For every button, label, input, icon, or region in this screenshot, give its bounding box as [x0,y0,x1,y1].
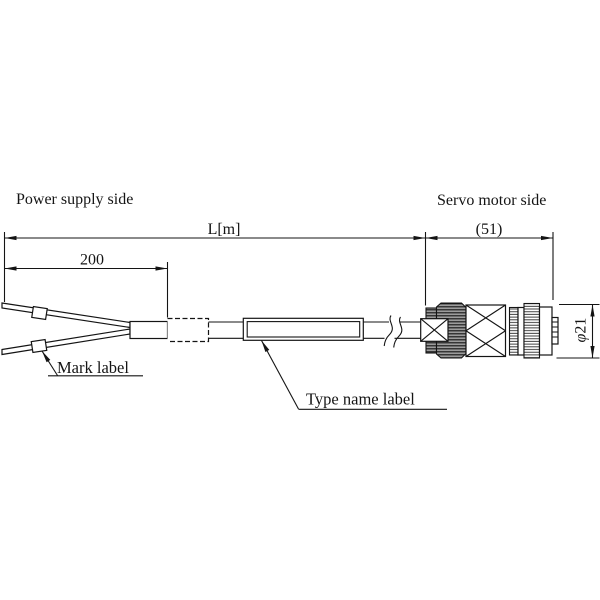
arrowhead-left [425,235,438,241]
diameter-symbol: φ [573,333,590,342]
arrowhead-left [4,266,17,271]
cable-segment-2 [363,321,389,339]
label-servo-motor-side: Servo motor side [437,192,546,209]
dimension-text-lead-length: 200 [80,252,104,269]
arrowhead-top [590,304,595,317]
dimension-overall-length: L[m] [3,221,427,306]
annotation-text-type-name-label: Type name label [306,390,415,409]
break-curve-left [383,315,393,347]
rubber-boot-body [465,304,507,358]
clamp-cross [420,318,449,342]
arrowhead-right [541,235,553,241]
heat-shrink-tube [167,317,210,343]
dimension-diameter: φ21 [556,303,600,359]
leader-type-name-label [261,340,299,410]
annotation-mark-label: Mark label [41,350,143,377]
annotation-text-mark-label: Mark label [57,358,129,377]
cable-segment-3 [394,321,421,339]
connector-end-cap [538,306,553,356]
wire-lower [1,328,131,356]
annotation-type-name-label: Type name label [261,340,447,410]
dimension-text-overall-length: L[m] [208,221,241,238]
type-name-label-box [242,317,364,341]
cable-body [129,315,421,348]
lead-wires [1,302,131,356]
dimension-text-diameter: φ21 [573,318,590,343]
tip-serrations [552,321,558,338]
crimp-boot [129,320,169,340]
arrowhead-right [155,266,168,271]
type-name-label-box-inner [246,321,361,338]
arrowhead-bottom [590,346,595,358]
connector-rubber-boot [465,304,507,358]
leader-mark-arrowhead [42,351,51,363]
dimension-connector-length: (51) [425,221,554,300]
mark-label-upper [31,305,48,321]
dimension-lead-length: 200 [4,252,169,318]
arrowhead-left [4,235,17,241]
rubber-boot-cross-pattern [465,304,506,357]
connector-ribbed-ring [523,302,541,359]
leader-type-arrowhead [261,340,270,352]
arrowhead-right [413,235,426,241]
dimension-text-connector-length: (51) [476,221,503,238]
diameter-value: 21 [573,318,590,334]
connector-spacer-ring [517,306,525,356]
connector-tip [551,316,559,345]
connector-serration-ring [508,306,519,356]
connector-cable-clamp [420,318,449,342]
cable-segment-1 [208,321,244,339]
wire-upper [1,302,131,329]
connector [420,302,559,359]
cable-break-symbol [383,315,403,348]
tip-body [551,316,559,345]
label-power-supply-side: Power supply side [16,191,133,208]
mark-label-lower [30,338,48,354]
